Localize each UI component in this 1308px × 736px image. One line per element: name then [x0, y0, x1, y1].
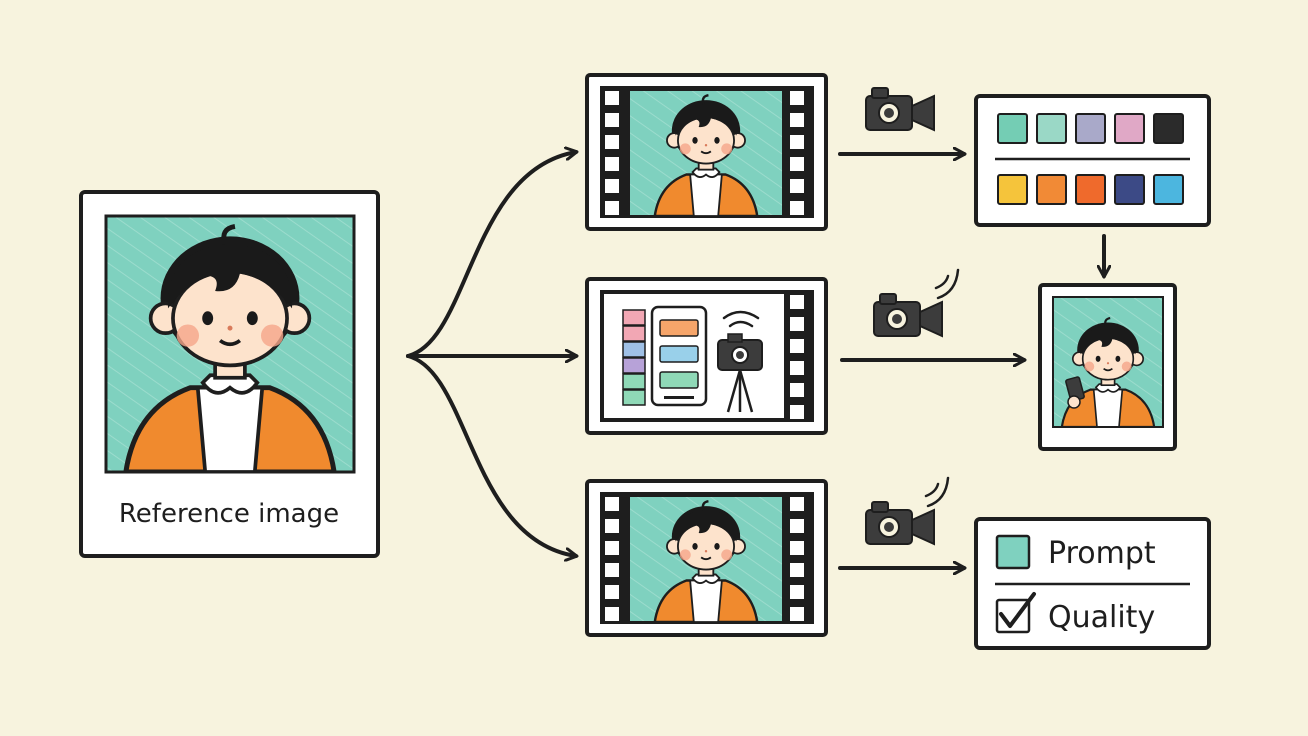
- video-camera-icon: [865, 87, 935, 131]
- color-swatch: [1036, 113, 1067, 144]
- broadcast-camera-icon: [865, 476, 950, 545]
- color-swatch: [997, 113, 1028, 144]
- result-portrait-card: [1038, 283, 1177, 451]
- video-frame-middle: [585, 277, 828, 435]
- prompt-swatch: [995, 534, 1031, 570]
- checkmark-icon: [995, 592, 1036, 634]
- phone-home-bar: [664, 396, 694, 399]
- color-swatch: [1036, 174, 1067, 205]
- tripod-camera-icon: [717, 310, 763, 413]
- palette-row-bottom: [997, 174, 1184, 205]
- evaluation-card: Prompt Quality: [974, 517, 1211, 650]
- phone-ui-bar: [659, 371, 699, 389]
- color-strip: [622, 309, 646, 406]
- color-swatch: [1153, 113, 1184, 144]
- phone-ui-bar: [659, 345, 699, 363]
- color-swatch: [1114, 113, 1145, 144]
- color-swatch: [1075, 174, 1106, 205]
- video-frame-bottom: [585, 479, 828, 637]
- color-swatch: [1153, 174, 1184, 205]
- reference-image-label: Reference image: [119, 499, 339, 529]
- prompt-label: Prompt: [1048, 536, 1156, 571]
- phone-in-hand-icon: [1065, 376, 1085, 409]
- strip-swatch: [622, 341, 646, 358]
- video-frame-top: [585, 73, 828, 231]
- strip-swatch: [622, 325, 646, 342]
- arrow-icon: [406, 354, 576, 556]
- branch-arrows: [406, 152, 576, 556]
- strip-swatch: [622, 389, 646, 406]
- broadcast-camera-icon: [873, 268, 960, 337]
- reference-portrait: [104, 214, 356, 474]
- strip-swatch: [622, 357, 646, 374]
- quality-label: Quality: [1048, 600, 1155, 635]
- arrow-icon: [406, 152, 576, 358]
- color-palette-card: [974, 94, 1211, 227]
- color-swatch: [1075, 113, 1106, 144]
- strip-swatch: [622, 309, 646, 326]
- phone-ui-bar: [659, 319, 699, 337]
- strip-swatch: [622, 373, 646, 390]
- color-swatch: [997, 174, 1028, 205]
- palette-row-top: [997, 113, 1184, 144]
- color-swatch: [1114, 174, 1145, 205]
- reference-image-card: Reference image: [79, 190, 380, 558]
- phone-mockup: [650, 305, 708, 407]
